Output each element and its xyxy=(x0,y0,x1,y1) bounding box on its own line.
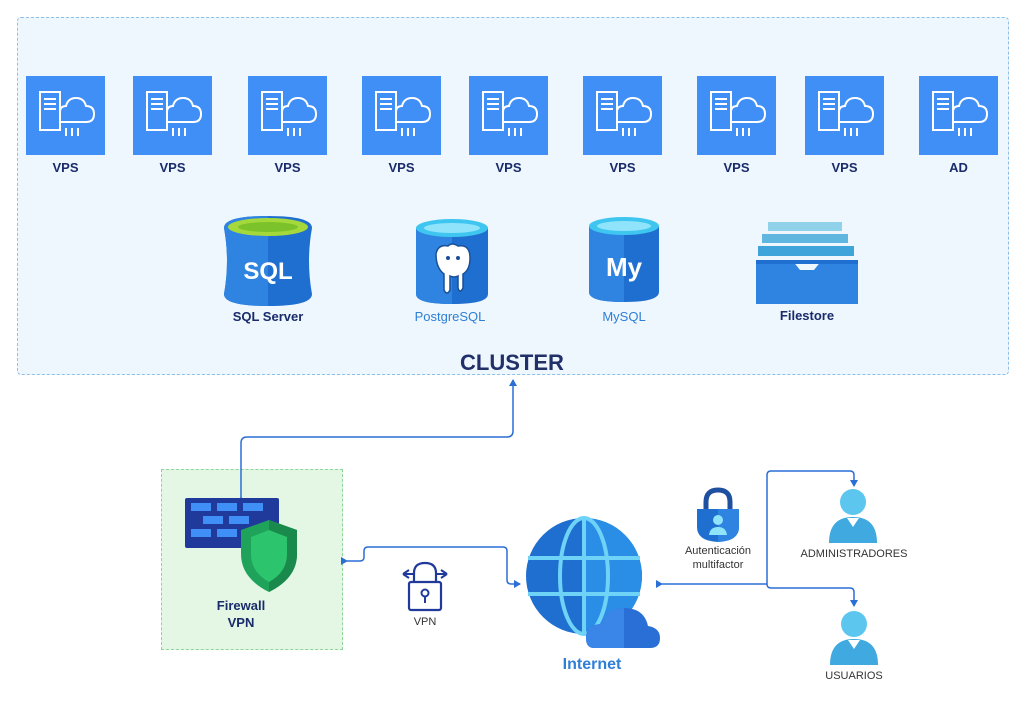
server-node-label: VPS xyxy=(159,160,186,175)
vpn-lock-icon xyxy=(402,561,448,612)
sql-server-icon: SQL xyxy=(224,216,312,306)
server-node-label: VPS xyxy=(831,160,858,175)
server-node-icon xyxy=(362,76,441,155)
server-node-icon xyxy=(26,76,105,155)
server-node-label: VPS xyxy=(495,160,522,175)
internet-globe-icon xyxy=(526,516,660,648)
users-label: USUARIOS xyxy=(825,670,883,682)
server-node-label: VPS xyxy=(52,160,79,175)
admins-label: ADMINISTRADORES xyxy=(800,548,908,560)
server-node-label: VPS xyxy=(274,160,301,175)
mfa-label-1: Autenticación xyxy=(684,545,752,557)
server-node-label: VPS xyxy=(723,160,750,175)
mfa-lock-icon xyxy=(697,487,739,542)
admin-user-icon xyxy=(829,489,877,543)
server-node-label: VPS xyxy=(609,160,636,175)
mfa-label-2: multifactor xyxy=(692,559,744,571)
firewall-label-2: VPN xyxy=(227,615,255,630)
server-node-label: VPS xyxy=(388,160,415,175)
cluster-title: CLUSTER xyxy=(460,350,564,375)
server-node-icon xyxy=(583,76,662,155)
sql-server-label: SQL Server xyxy=(232,309,304,324)
users-user-icon xyxy=(830,611,878,665)
server-node-icon xyxy=(697,76,776,155)
server-node-icon xyxy=(805,76,884,155)
mysql-icon: My xyxy=(589,217,659,302)
postgresql-icon xyxy=(416,219,488,304)
sql-icon-text: SQL xyxy=(243,258,292,285)
server-node-label: AD xyxy=(949,160,968,175)
server-node-icon xyxy=(919,76,998,155)
postgresql-label: PostgreSQL xyxy=(414,309,486,324)
mysql-label: MySQL xyxy=(602,309,646,324)
firewall-label-1: Firewall xyxy=(216,598,266,613)
vpn-label: VPN xyxy=(413,616,437,628)
server-node-icon xyxy=(133,76,212,155)
filestore-icon xyxy=(756,222,858,304)
firewall-icon xyxy=(185,498,297,592)
internet-label: Internet xyxy=(562,656,622,673)
server-node-icon xyxy=(248,76,327,155)
filestore-label: Filestore xyxy=(779,308,835,323)
mysql-icon-text: My xyxy=(606,252,643,282)
server-node-icon xyxy=(469,76,548,155)
